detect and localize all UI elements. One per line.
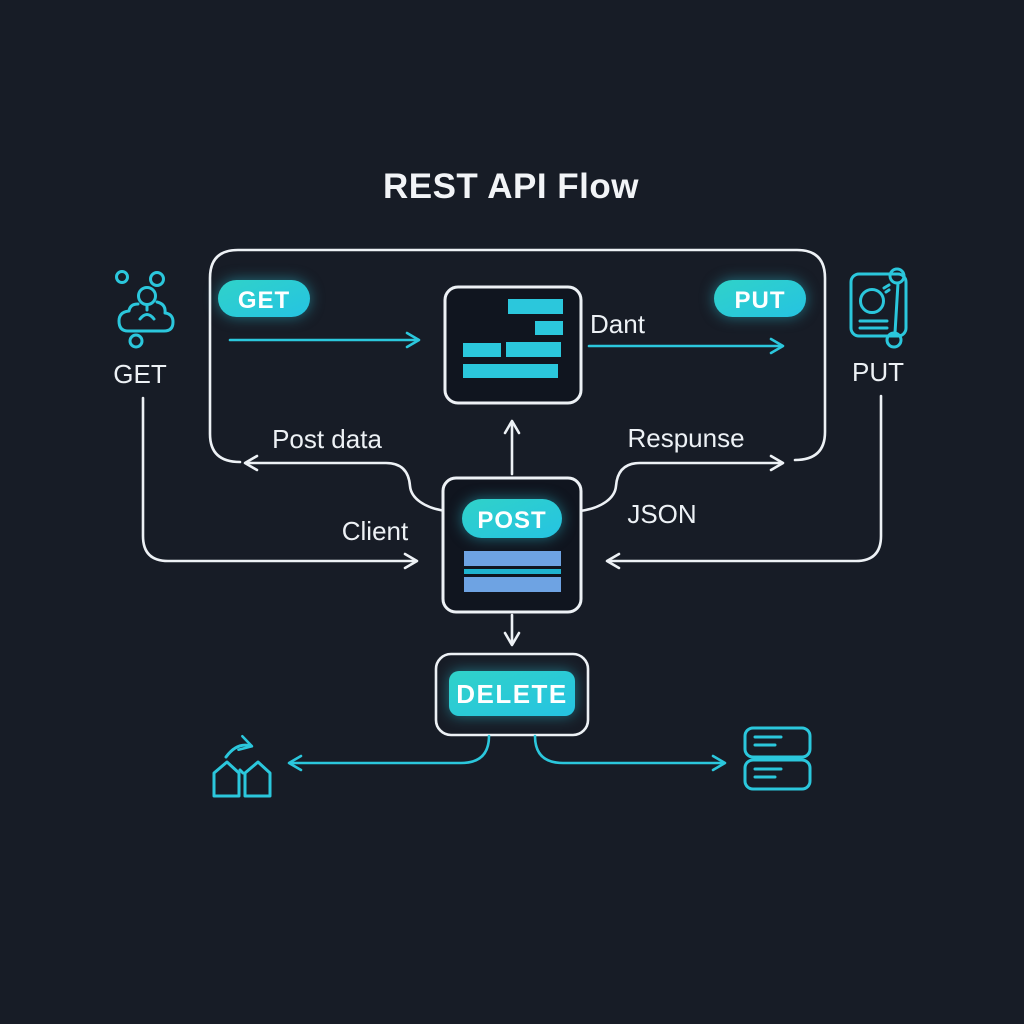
- post-bar: [464, 551, 561, 566]
- data-bar: [463, 343, 501, 357]
- delete-to-server-arrow: [533, 734, 727, 772]
- page-title: REST API Flow: [383, 167, 639, 206]
- post-bar: [464, 577, 561, 592]
- data-bar: [463, 364, 558, 378]
- client-to-post-arrow: [141, 396, 419, 570]
- post-divider: [464, 569, 561, 574]
- post-data-arrow: [243, 454, 448, 513]
- user-cloud-icon: [115, 270, 175, 349]
- data-arrow-label: Dant: [590, 309, 646, 339]
- data-box: [443, 285, 583, 405]
- data-bar: [506, 342, 561, 357]
- response-arrow: [578, 454, 785, 513]
- houses-sync-icon: [212, 734, 272, 798]
- client-label: Client: [342, 516, 409, 546]
- data-bar: [508, 299, 563, 314]
- delete-to-houses-arrow: [287, 734, 491, 772]
- post-data-label: Post data: [272, 424, 382, 454]
- server-node-label: PUT: [852, 357, 904, 387]
- document-id-icon: [849, 267, 908, 349]
- put-button-label: PUT: [735, 287, 786, 314]
- post-box: POST: [441, 476, 583, 614]
- delete-button[interactable]: DELETE: [449, 671, 575, 716]
- server-to-post-arrow: [605, 394, 883, 570]
- post-button[interactable]: POST: [462, 499, 562, 538]
- post-button-label: POST: [477, 507, 546, 534]
- server-stack-icon: [743, 726, 812, 791]
- main-container-outline: [208, 248, 827, 464]
- get-button-label: GET: [238, 287, 290, 314]
- put-button[interactable]: PUT: [714, 280, 806, 317]
- data-bar: [535, 321, 563, 335]
- delete-box: DELETE: [434, 652, 590, 737]
- delete-button-label: DELETE: [456, 679, 568, 709]
- client-node-label: GET: [113, 359, 167, 389]
- json-label: JSON: [627, 499, 696, 529]
- get-button[interactable]: GET: [218, 280, 310, 317]
- response-label: Respunse: [627, 423, 744, 453]
